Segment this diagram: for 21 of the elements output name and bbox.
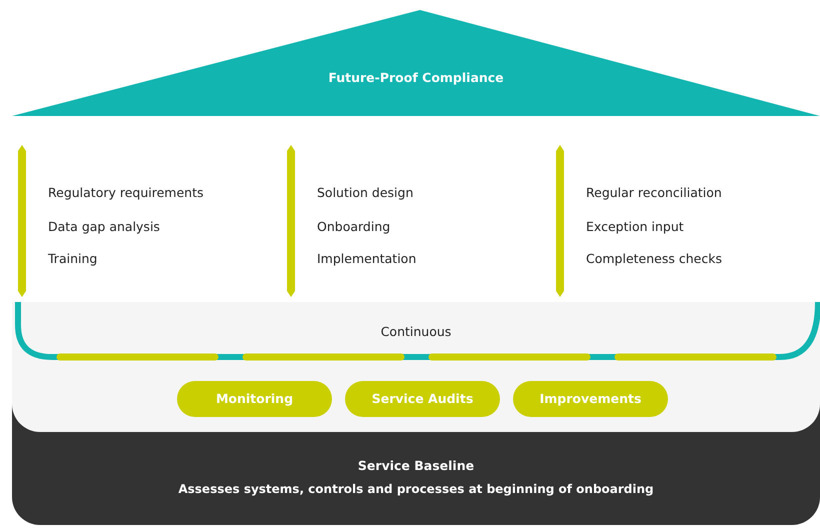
list-item: Completeness checks bbox=[586, 251, 722, 266]
roof-title: Future-Proof Compliance bbox=[327, 70, 505, 85]
service-pill bbox=[177, 381, 332, 417]
pill-label: Monitoring bbox=[214, 391, 294, 406]
pill-label: Service Audits bbox=[370, 391, 474, 406]
list-item: Implementation bbox=[317, 251, 416, 266]
service-pill bbox=[345, 381, 500, 417]
list-item: Regulatory requirements bbox=[48, 185, 204, 200]
list-item: Data gap analysis bbox=[48, 219, 160, 234]
list-item: Exception input bbox=[586, 219, 684, 234]
service-pill bbox=[513, 381, 668, 417]
pillar-panel bbox=[12, 302, 820, 365]
pill-label: Improvements bbox=[538, 391, 642, 406]
base-title: Service Baseline bbox=[356, 458, 476, 473]
list-item: Solution design bbox=[317, 185, 414, 200]
list-item: Training bbox=[48, 251, 98, 266]
list-item: Regular reconciliation bbox=[586, 185, 722, 200]
base-description: Assesses systems, controls and processes at beginning of onboarding bbox=[177, 482, 655, 496]
roof-shape bbox=[12, 10, 820, 116]
band-label: Continuous bbox=[380, 324, 452, 339]
list-item: Onboarding bbox=[317, 219, 390, 234]
